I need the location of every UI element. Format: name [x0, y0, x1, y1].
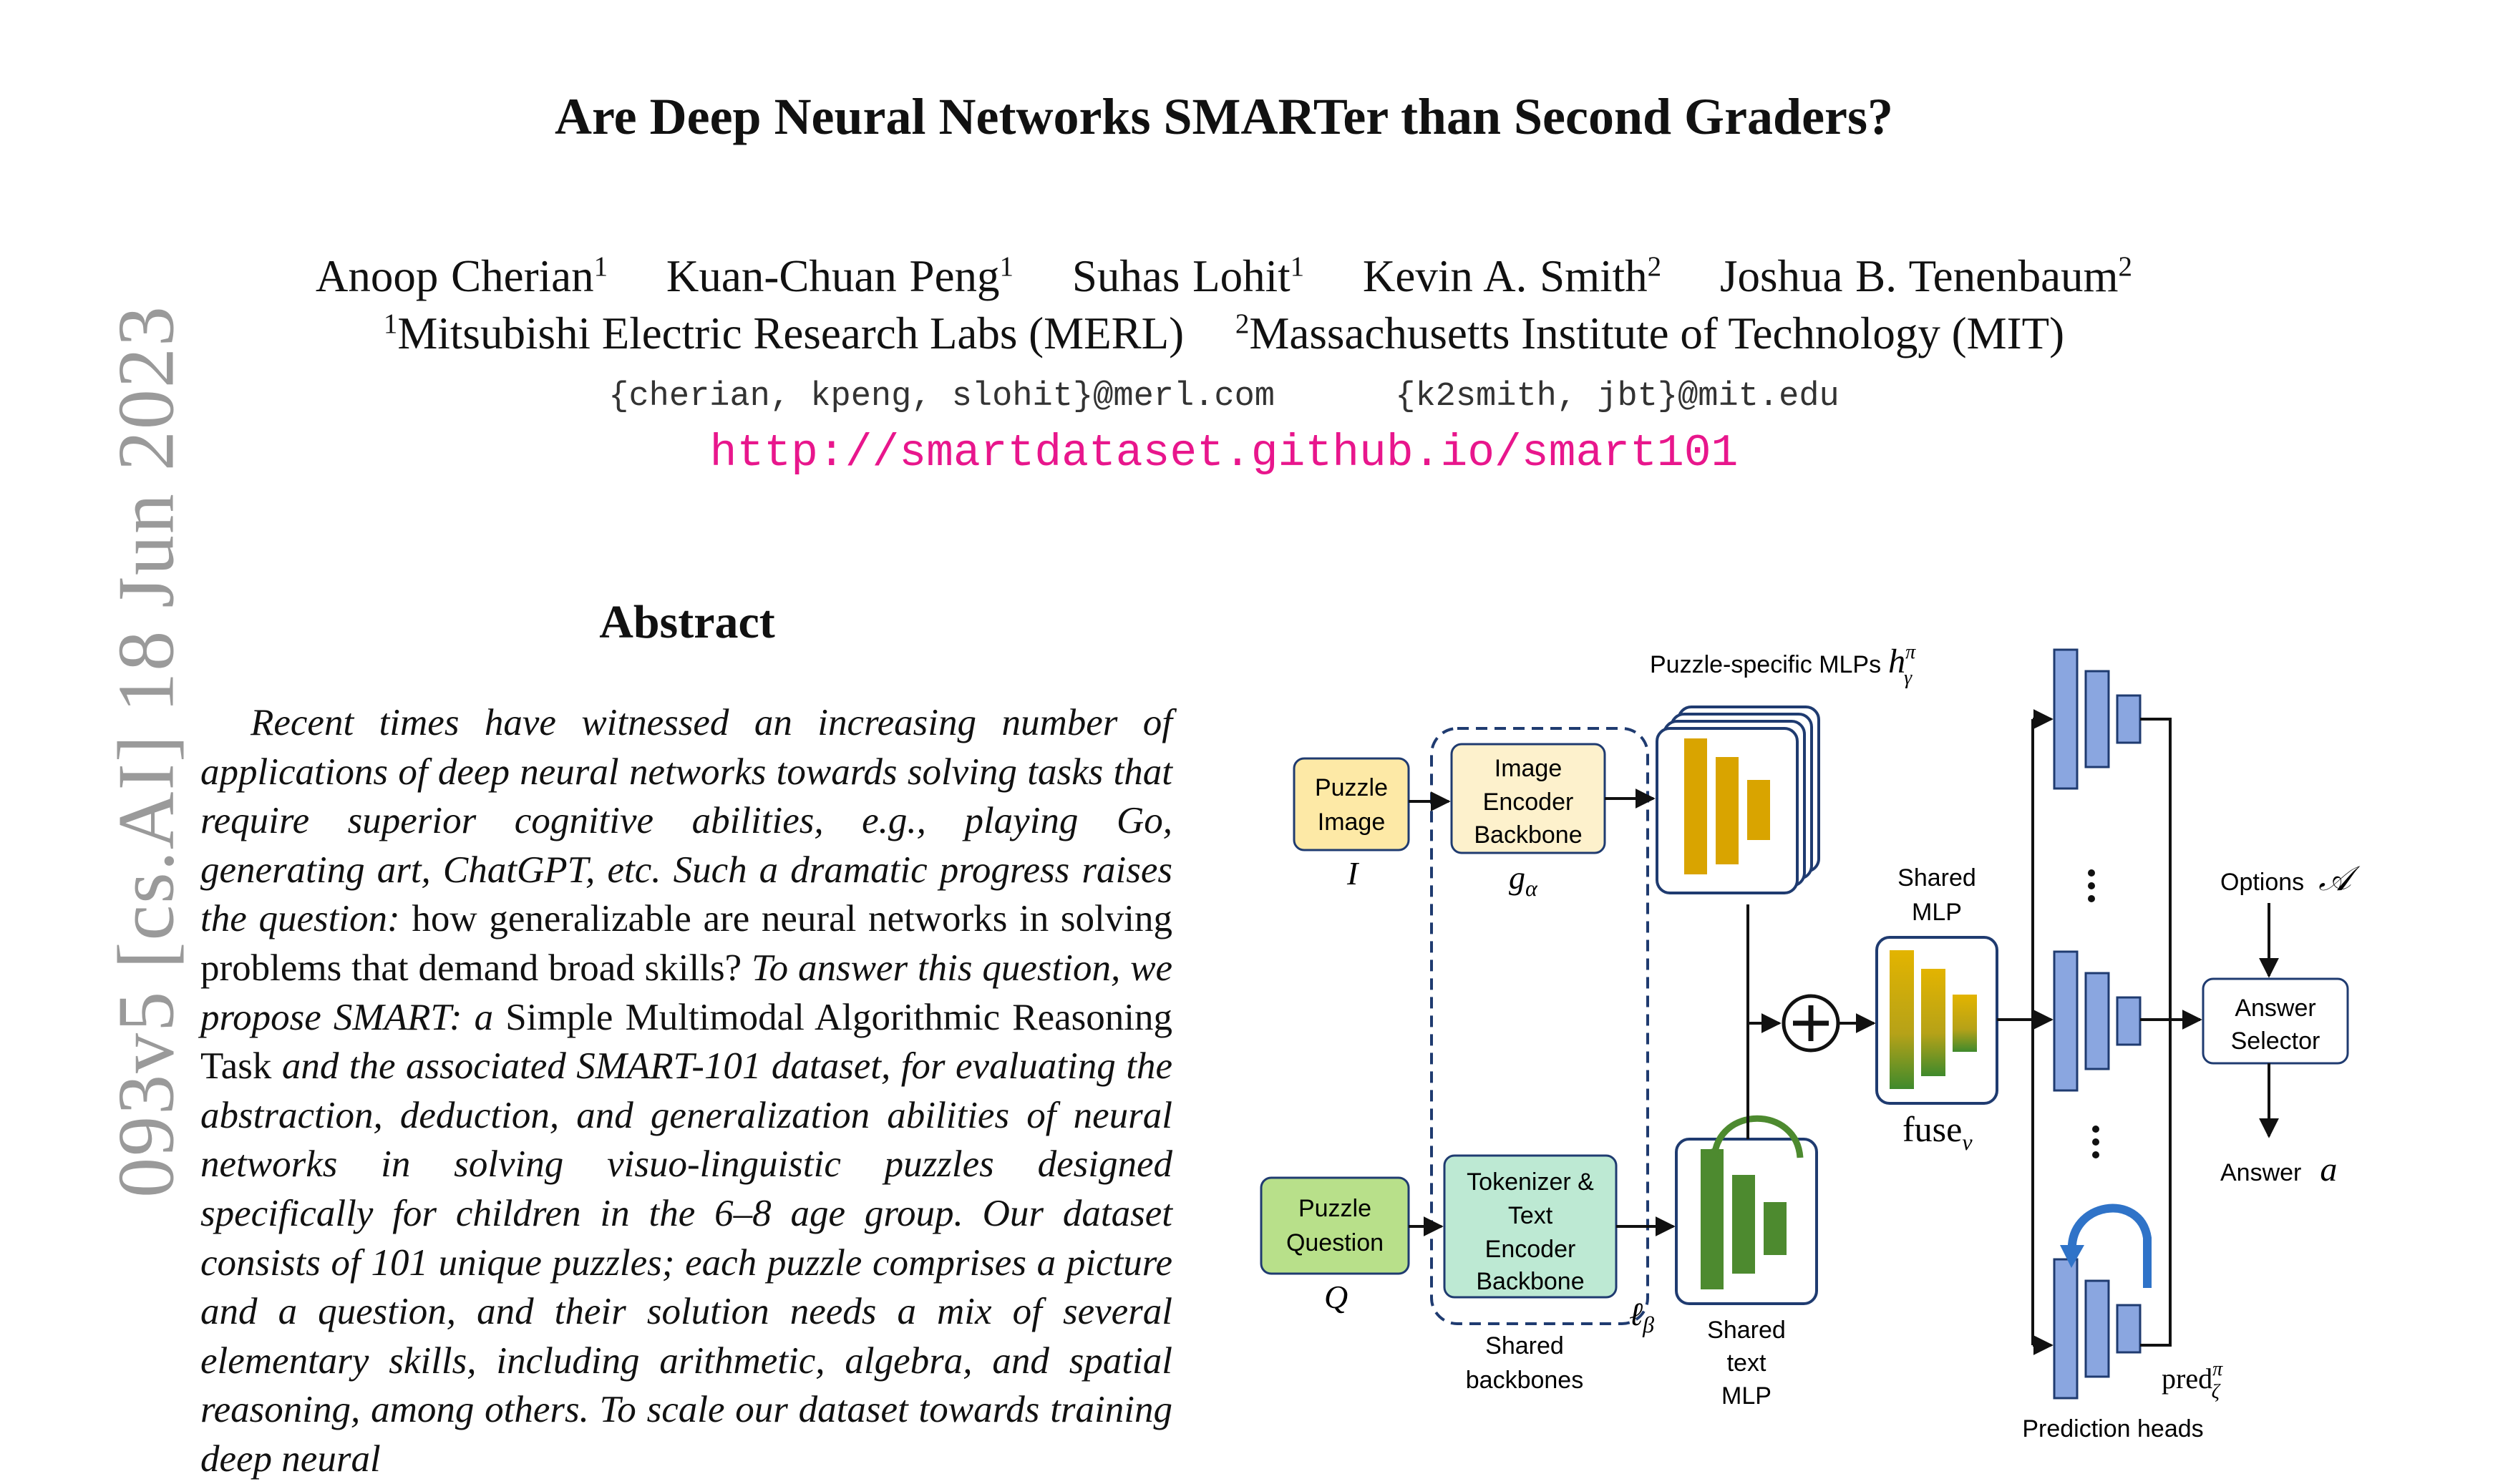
affiliation-1: 1Mitsubishi Electric Research Labs (MERL…: [383, 308, 1185, 358]
abstract-body: Recent times have witnessed an increasin…: [200, 698, 1172, 1484]
prediction-heads-label: Prediction heads: [2022, 1415, 2203, 1442]
affiliation-2: 2Massachusetts Institute of Technology (…: [1235, 308, 2065, 358]
email-mit: {k2smith, jbt}@mit.edu: [1395, 378, 1840, 416]
affiliation-list: 1Mitsubishi Electric Research Labs (MERL…: [0, 308, 2448, 360]
svg-text:Encoder: Encoder: [1485, 1236, 1576, 1263]
author-5: Joshua B. Tenenbaum2: [1719, 251, 2133, 301]
shared-text-mlp-label-1: Shared: [1707, 1317, 1786, 1344]
connector-arrows: [1409, 709, 2279, 1355]
puzzle-question-box: Puzzle Question: [1260, 1176, 1410, 1275]
email-list: {cherian, kpeng, slohit}@merl.com {k2smi…: [0, 378, 2448, 416]
fusion-plus-node: [1782, 994, 1840, 1053]
email-merl: {cherian, kpeng, slohit}@merl.com: [608, 378, 1275, 416]
text-encoder-symbol: ℓβ: [1629, 1296, 1654, 1337]
project-url-link[interactable]: http://smartdataset.github.io/smart101: [709, 428, 1739, 479]
svg-text:Text: Text: [1508, 1202, 1553, 1229]
architecture-figure: Puzzle Image I Image Encoder Backbone gα…: [1217, 630, 2362, 1455]
svg-text:Image: Image: [1318, 809, 1386, 836]
svg-text:Puzzle: Puzzle: [1315, 774, 1388, 801]
abstract-part-4: Simple Multimodal Algorithmic Reasoning …: [200, 996, 1172, 1088]
abstract-part-3: To answer this question, we propose SMAR…: [200, 947, 1172, 1038]
svg-text:Image: Image: [1495, 755, 1563, 782]
author-3: Suhas Lohit1: [1071, 251, 1305, 301]
shared-mlp-label-1: Shared: [1897, 864, 1976, 892]
svg-text:Tokenizer &: Tokenizer &: [1467, 1168, 1594, 1196]
svg-text:Puzzle: Puzzle: [1298, 1195, 1371, 1222]
abstract-part-1: Recent times have witnessed an increasin…: [200, 702, 1172, 940]
prediction-head-loop-arrow: [2060, 1204, 2152, 1288]
text-encoder-box: Tokenizer & Text Encoder Backbone: [1443, 1154, 1618, 1299]
author-1: Anoop Cherian1: [315, 251, 608, 301]
shared-mlp-box: [1875, 936, 1998, 1105]
puzzle-question-symbol: Q: [1324, 1279, 1348, 1315]
vertical-ellipsis-2: [2092, 1126, 2099, 1158]
shared-text-mlp-label-2: text: [1727, 1349, 1766, 1377]
svg-text:Encoder: Encoder: [1483, 789, 1574, 816]
abstract-part-5: and the associated SMART-101 dataset, fo…: [200, 1045, 1172, 1480]
svg-text:Question: Question: [1286, 1229, 1384, 1256]
puzzle-image-symbol: I: [1346, 855, 1360, 892]
shared-backbones-region: [1430, 727, 1649, 1325]
image-encoder-symbol: gα: [1509, 859, 1538, 901]
svg-text:Backbone: Backbone: [1476, 1268, 1584, 1295]
shared-text-mlp-box: [1675, 1115, 1818, 1305]
vertical-ellipsis-1: [2088, 869, 2095, 902]
abstract-part-2: how generalizable are neural networks in…: [200, 898, 1173, 989]
svg-text:Selector: Selector: [2231, 1027, 2320, 1055]
image-encoder-box: Image Encoder Backbone: [1450, 743, 1606, 854]
answer-selector-box: Answer Selector: [2202, 977, 2349, 1065]
fuse-symbol: fuseν: [1902, 1109, 1973, 1155]
author-list: Anoop Cherian1 Kuan-Chuan Peng1 Suhas Lo…: [0, 250, 2448, 303]
prediction-head-1: [2053, 648, 2142, 790]
prediction-head-3: [2053, 1258, 2142, 1400]
shared-mlp-label-2: MLP: [1912, 899, 1962, 926]
puzzle-image-box: Puzzle Image: [1293, 757, 1410, 851]
shared-text-mlp-label-3: MLP: [1721, 1382, 1772, 1410]
abstract-heading: Abstract: [599, 596, 775, 648]
author-2: Kuan-Chuan Peng1: [666, 251, 1014, 301]
svg-text:Backbone: Backbone: [1474, 821, 1582, 849]
paper-title: Are Deep Neural Networks SMARTer than Se…: [555, 88, 1893, 145]
shared-backbones-label-1: Shared: [1485, 1332, 1564, 1359]
svg-text:Answer: Answer: [2235, 995, 2315, 1022]
shared-backbones-label-2: backbones: [1466, 1367, 1583, 1394]
author-4: Kevin A. Smith2: [1362, 251, 1662, 301]
prediction-head-2: [2053, 950, 2142, 1092]
puzzle-specific-mlps-stack: [1656, 706, 1820, 894]
